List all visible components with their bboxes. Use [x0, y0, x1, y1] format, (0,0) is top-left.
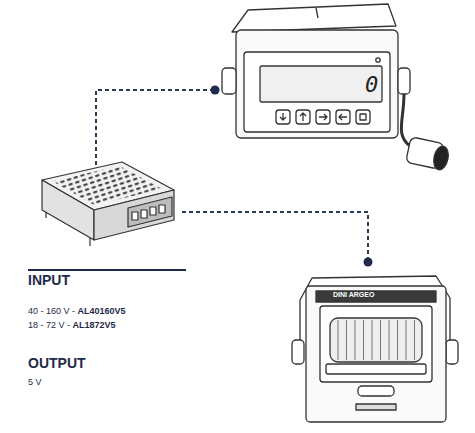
printer-button: [358, 386, 394, 396]
terminal: [132, 212, 138, 220]
roll-ridge: [397, 320, 398, 360]
paper-outlet: [326, 364, 426, 374]
connector-end: [432, 145, 451, 171]
input-range: 18 - 72 V - AL1872V5: [28, 320, 116, 330]
terminal: [141, 210, 147, 218]
indicator-led: [376, 58, 380, 62]
key: [336, 110, 350, 124]
roll-ridge: [380, 320, 381, 360]
supply-foot: [89, 238, 90, 246]
indicator-knob-left: [222, 68, 236, 94]
dashed-connector: [182, 212, 368, 262]
roll-ridge: [346, 320, 347, 360]
key: [276, 110, 290, 124]
connector-group: [96, 86, 220, 166]
roll-ridge: [389, 320, 390, 360]
section-heading: INPUT: [28, 272, 70, 288]
indicator-bracket: [232, 4, 396, 32]
roll-ridges: [338, 320, 415, 360]
section-heading: OUTPUT: [28, 355, 86, 371]
paper-window: [320, 306, 432, 382]
dashed-connector: [96, 90, 215, 165]
key-symbol: [280, 113, 286, 120]
supply-foot: [45, 212, 46, 218]
roll-ridge: [372, 320, 373, 360]
key: [296, 110, 310, 124]
printer-node: DINI ARGEO: [297, 262, 447, 424]
printer: [292, 276, 458, 422]
terminal: [159, 205, 165, 213]
roll-ridge: [406, 320, 407, 360]
connector-dot: [211, 86, 220, 95]
indicator-cable: [401, 94, 410, 146]
printer-logo-plate: [356, 404, 396, 410]
printer-face: [306, 286, 446, 422]
key-symbol: [339, 114, 347, 120]
roll-ridge: [363, 320, 364, 360]
roll-ridge: [414, 320, 415, 360]
indicator-display: [260, 66, 382, 102]
power-supply: [42, 162, 174, 246]
roll-ridge: [355, 320, 356, 360]
indicator-knob-right: [398, 68, 410, 94]
roll-ridge: [338, 320, 339, 360]
supply-side: [94, 190, 174, 240]
indicator-housing: [236, 30, 398, 138]
indicator-bezel: [244, 52, 390, 132]
brand-label: DINI ARGEO: [333, 291, 374, 299]
printer-knob-right: [446, 340, 458, 364]
output-value: 5 V: [28, 377, 42, 387]
connector-dot: [364, 258, 373, 267]
key-symbol: [300, 113, 306, 121]
terminal-block: [128, 197, 172, 227]
weighing-indicator: [222, 4, 450, 171]
power-supply-node: INPUT 40 - 160 V - AL40160V5 18 - 72 V - A…: [26, 165, 182, 395]
supply-front: [42, 180, 94, 240]
key-symbol: [360, 114, 366, 120]
printer-knob-left: [292, 340, 304, 364]
connector-group: [182, 212, 373, 267]
bracket-slot: [316, 8, 318, 18]
input-range: 40 - 160 V - AL40160V5: [28, 306, 126, 316]
key: [356, 110, 370, 124]
terminal-screws: [132, 205, 165, 220]
weighing-indicator-node: 0: [215, 4, 411, 140]
terminal: [150, 207, 156, 215]
key-symbol: [319, 114, 327, 120]
indicator-keys: [276, 110, 370, 124]
display-reading: 0: [365, 72, 378, 97]
key: [316, 110, 330, 124]
printer-header: [316, 291, 436, 302]
paper-roll: [330, 318, 422, 362]
heading-rule: [28, 269, 186, 271]
